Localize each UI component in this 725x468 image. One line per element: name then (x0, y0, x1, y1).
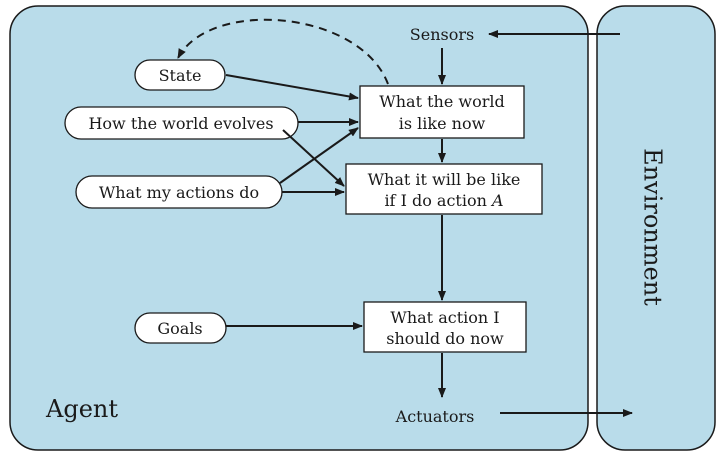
action-line1: What action I (390, 308, 499, 327)
will-be-line2-var: A (490, 191, 504, 210)
state-oval (134, 59, 226, 91)
actuators-label: Actuators (395, 407, 475, 426)
world-now-line2: is like now (399, 114, 486, 133)
arrow-evolves-to-will-be (282, 129, 345, 187)
environment-label: Environment (639, 148, 667, 306)
goals-oval (134, 312, 227, 344)
world-now-line1: What the world (379, 92, 504, 111)
will-be-line2-prefix: if I do action (384, 191, 492, 210)
will-be-line1: What it will be like (368, 170, 521, 189)
agent-panel (9, 5, 589, 451)
actions-do-label: What my actions do (99, 183, 259, 202)
world-now-box (359, 85, 525, 139)
agent-label: Agent (45, 395, 118, 423)
arrow-state-to-world-now (225, 74, 359, 101)
world-evolves-label: How the world evolves (88, 114, 273, 133)
action-line2: should do now (386, 329, 504, 348)
will-be-box (345, 163, 543, 215)
sensors-label: Sensors (410, 25, 474, 44)
goals-label: Goals (157, 319, 202, 338)
environment-panel (596, 5, 716, 451)
arrow-world-now-to-state-dashed (177, 18, 389, 85)
will-be-line2: if I do action A (384, 191, 503, 210)
action-box (363, 301, 527, 353)
state-label: State (159, 66, 202, 85)
arrow-actions-to-world-now (279, 127, 359, 184)
